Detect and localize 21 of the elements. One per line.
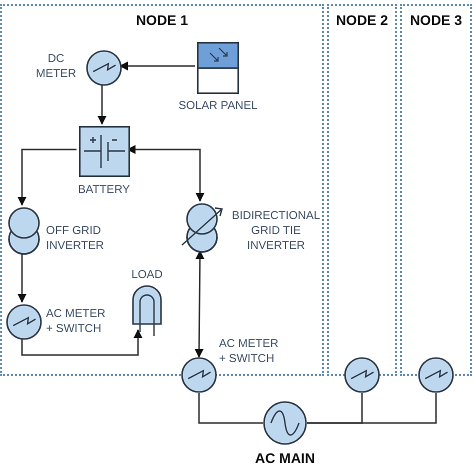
- component-label: DC METER: [34, 52, 78, 82]
- connector-line: [307, 393, 437, 424]
- arrow: [119, 62, 195, 70]
- arrow: [21, 329, 142, 356]
- component-label: BIDIRECTIONAL GRID TIE INVERTER: [230, 209, 322, 254]
- node-region: [0, 4, 324, 376]
- arrow: [194, 250, 204, 358]
- arrow: [98, 84, 106, 125]
- component-label: AC METER + SWITCH: [46, 307, 106, 337]
- region-title: NODE 3: [408, 12, 464, 28]
- component-label: BATTERY: [77, 183, 131, 198]
- component-label: LOAD: [130, 268, 164, 283]
- connector-line: [198, 393, 263, 424]
- component-label: AC METER + SWITCH: [219, 337, 280, 367]
- component-label: AC MAIN: [254, 451, 316, 466]
- region-title: NODE 2: [334, 12, 390, 28]
- component-label: OFF GRID INVERTER: [46, 224, 105, 254]
- region-title: NODE 1: [134, 12, 190, 28]
- component-label: SOLAR PANEL: [177, 99, 259, 114]
- arrow: [18, 148, 76, 206]
- arrow: [18, 253, 26, 303]
